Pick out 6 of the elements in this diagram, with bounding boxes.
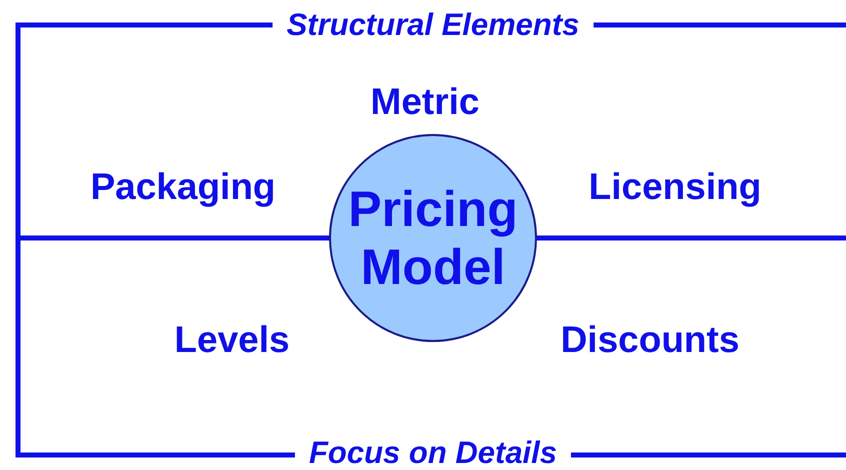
element-label: Metric: [370, 81, 480, 123]
element-label: Discounts: [560, 319, 740, 361]
center-title: Pricing Model: [347, 180, 519, 296]
element-label: Licensing: [588, 166, 762, 208]
element-label: Packaging: [90, 166, 276, 208]
element-label: Levels: [174, 319, 290, 361]
